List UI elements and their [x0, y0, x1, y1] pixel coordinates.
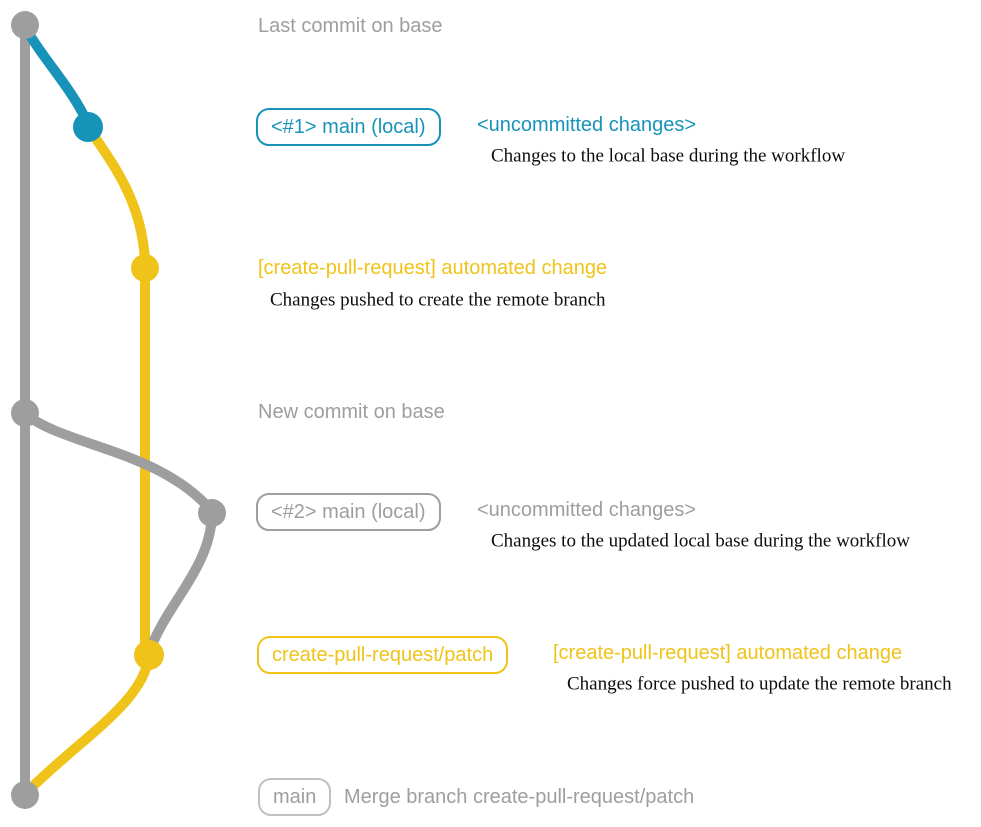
- base-to-local-main2-curve: [20, 409, 216, 515]
- patch-branch-curve-from-local-main: [83, 122, 150, 267]
- commit-message-automated-1: [create-pull-request] automated change: [258, 257, 608, 279]
- branch-tag-main-local-1: <#1> main (local): [256, 108, 441, 146]
- commit-note-4: Changes force pushed to update the remot…: [567, 673, 952, 695]
- commit-dot-patch-1: [131, 254, 159, 282]
- commit-dot-merge: [11, 781, 39, 809]
- commit-note-3: Changes to the updated local base during…: [491, 530, 910, 552]
- commit-dot-last-base: [11, 11, 39, 39]
- commit-message-automated-2: [create-pull-request] automated change: [553, 642, 903, 664]
- commit-message-uncommitted-2: <uncommitted changes>: [477, 499, 697, 521]
- commit-note-2: Changes pushed to create the remote bran…: [270, 289, 606, 311]
- commit-graph: [11, 11, 226, 809]
- last-commit-label: Last commit on base: [258, 15, 443, 37]
- base-to-local-main1-curve: [20, 22, 93, 129]
- commit-dot-new-base: [11, 399, 39, 427]
- commit-message-uncommitted-1: <uncommitted changes>: [477, 114, 697, 136]
- branch-tag-main: main: [258, 778, 332, 816]
- new-commit-label: New commit on base: [258, 401, 445, 423]
- branch-tag-main-local-2: <#2> main (local): [256, 493, 441, 531]
- commit-message-merge: Merge branch create-pull-request/patch: [344, 786, 695, 808]
- commit-dot-patch-2: [134, 640, 164, 670]
- commit-note-1: Changes to the local base during the wor…: [491, 145, 846, 167]
- patch-branch-merge-curve: [22, 651, 154, 797]
- local-main2-to-patch-curve: [145, 510, 217, 655]
- commit-dot-local-main-2: [198, 499, 226, 527]
- commit-dot-local-main-1: [73, 112, 103, 142]
- branch-tag-patch: create-pull-request/patch: [257, 636, 509, 674]
